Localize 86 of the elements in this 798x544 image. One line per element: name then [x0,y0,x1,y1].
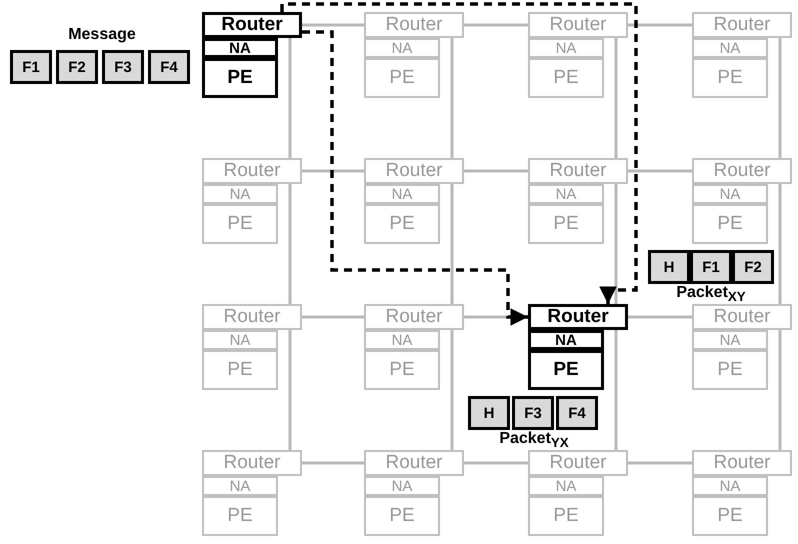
router-box: Router [364,158,464,184]
link-line [450,184,454,304]
network-adapter-box: NA [528,184,604,204]
network-adapter-box: NA [364,184,440,204]
router-box: Router [528,158,628,184]
router-box: Router [528,12,628,38]
link-line [302,170,364,172]
flit-box: F1 [690,250,732,284]
flit-box: F4 [148,50,190,84]
processing-element-box: PE [202,204,278,244]
router-box: Router [202,12,302,38]
router-box: Router [364,304,464,330]
flit-box: F2 [732,250,774,284]
router-box: Router [364,450,464,476]
network-adapter-box: NA [202,38,278,58]
processing-element-box: PE [202,350,278,390]
router-box: Router [692,12,792,38]
processing-element-box: PE [692,350,768,390]
network-adapter-box: NA [692,330,768,350]
link-line [302,316,364,318]
processing-element-box: PE [202,496,278,536]
router-box: Router [692,158,792,184]
route-arrow [302,30,528,326]
network-adapter-box: NA [202,476,278,496]
link-line [464,170,528,172]
network-adapter-box: NA [364,330,440,350]
network-adapter-box: NA [528,330,604,350]
router-box: Router [528,304,628,330]
processing-element-box: PE [528,496,604,536]
processing-element-box: PE [364,58,440,98]
packet-label: Packet$_{YX}$ [498,430,570,450]
router-box: Router [364,12,464,38]
message-label: Message [67,26,137,44]
link-line [614,38,618,158]
link-line [464,462,528,464]
flit-box: F1 [10,50,52,84]
network-adapter-box: NA [202,184,278,204]
packet-label: Packet$_{XY}$ [675,284,747,304]
router-box: Router [528,450,628,476]
route-arrow [280,2,638,304]
flit-box: F4 [556,396,598,430]
network-adapter-box: NA [528,476,604,496]
flit-box: F3 [102,50,144,84]
flit-box: F3 [512,396,554,430]
network-adapter-box: NA [692,476,768,496]
flit-box: H [468,396,510,430]
router-box: Router [692,450,792,476]
network-adapter-box: NA [364,476,440,496]
flit-box: H [648,250,690,284]
processing-element-box: PE [364,350,440,390]
processing-element-box: PE [528,350,604,390]
network-adapter-box: NA [364,38,440,58]
router-box: Router [202,304,302,330]
processing-element-box: PE [364,204,440,244]
link-line [628,316,692,318]
link-line [288,330,292,450]
link-line [778,38,782,158]
router-box: Router [692,304,792,330]
processing-element-box: PE [528,204,604,244]
processing-element-box: PE [364,496,440,536]
network-adapter-box: NA [692,184,768,204]
link-line [302,462,364,464]
link-line [302,24,364,26]
flit-box: F2 [56,50,98,84]
router-box: Router [202,450,302,476]
link-line [450,38,454,158]
router-box: Router [202,158,302,184]
link-line [628,24,692,26]
processing-element-box: PE [692,204,768,244]
processing-element-box: PE [692,58,768,98]
link-line [614,184,618,304]
network-adapter-box: NA [692,38,768,58]
processing-element-box: PE [692,496,768,536]
link-line [288,184,292,304]
link-line [778,184,782,304]
link-line [628,462,692,464]
link-line [614,330,618,450]
network-adapter-box: NA [202,330,278,350]
network-adapter-box: NA [528,38,604,58]
processing-element-box: PE [202,58,278,98]
link-line [450,330,454,450]
link-line [464,24,528,26]
processing-element-box: PE [528,58,604,98]
link-line [778,330,782,450]
link-line [288,38,292,158]
link-line [628,170,692,172]
